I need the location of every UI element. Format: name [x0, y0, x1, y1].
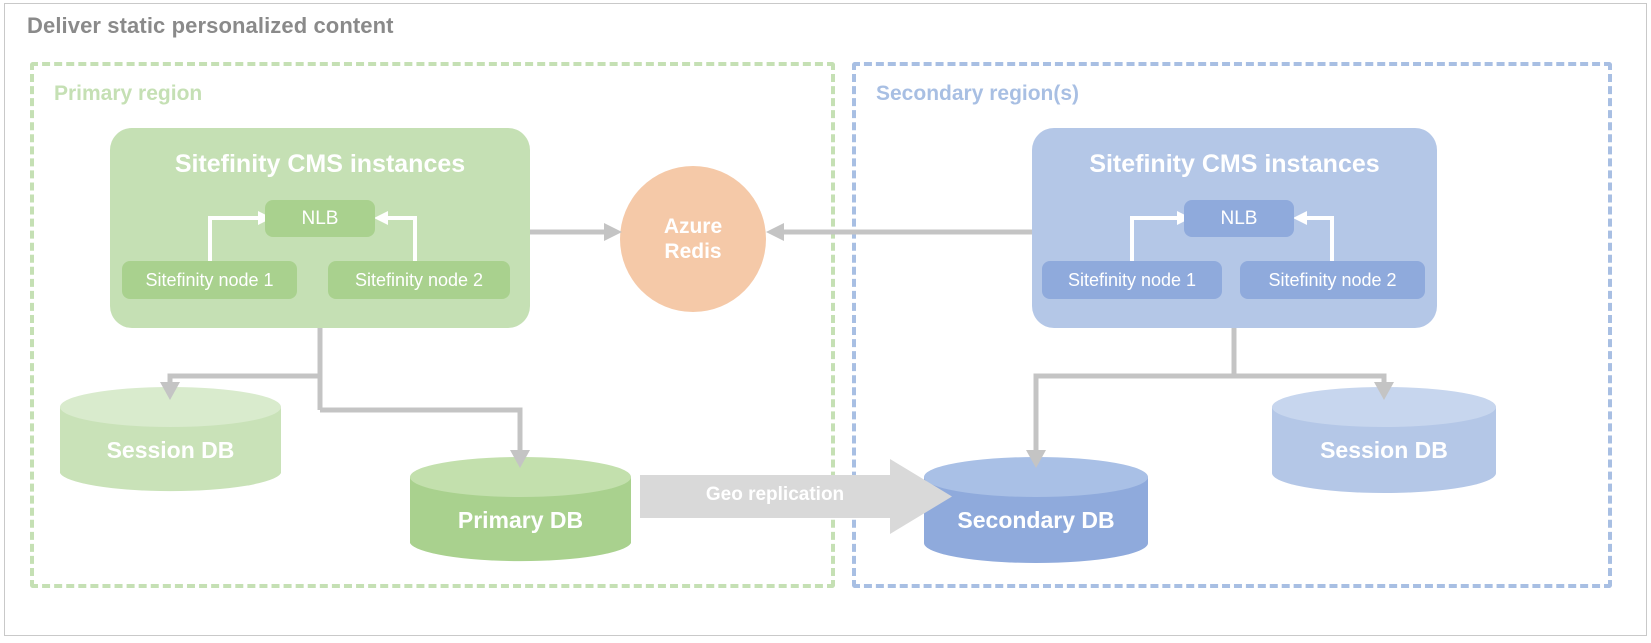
- session-db-primary[interactable]: Session DB: [58, 385, 283, 495]
- secondary-db-shape: [924, 457, 1148, 563]
- geo-replication-arrow-shape: [640, 459, 952, 534]
- secondary-cms-panel[interactable]: Sitefinity CMS instances NLB Sitefinity …: [1032, 128, 1437, 328]
- session-db-primary-shape: [60, 387, 281, 492]
- primary-nlb-box[interactable]: NLB: [265, 200, 375, 237]
- page-title: Deliver static personalized content: [27, 13, 394, 38]
- primary-db-shape: [410, 457, 631, 562]
- azure-redis-node[interactable]: Azure Redis: [620, 166, 766, 312]
- secondary-region-frame: Secondary region(s): [852, 62, 1612, 588]
- secondary-nlb-box[interactable]: NLB: [1184, 200, 1294, 237]
- geo-replication-arrow: [640, 459, 952, 534]
- secondary-sitefinity-node-2[interactable]: Sitefinity node 2: [1240, 261, 1425, 299]
- secondary-region-label: Secondary region(s): [876, 82, 1080, 105]
- primary-region-frame: Primary region: [30, 62, 835, 588]
- primary-sitefinity-node-1[interactable]: Sitefinity node 1: [122, 261, 297, 299]
- primary-region-label: Primary region: [54, 82, 203, 105]
- secondary-db[interactable]: Secondary DB: [922, 455, 1150, 565]
- primary-db[interactable]: Primary DB: [408, 455, 633, 565]
- primary-sitefinity-node-2[interactable]: Sitefinity node 2: [328, 261, 510, 299]
- azure-redis-label-line1: Azure: [663, 214, 723, 238]
- secondary-cms-title: Sitefinity CMS instances: [1089, 150, 1380, 178]
- primary-cms-panel[interactable]: Sitefinity CMS instances NLB Sitefinity …: [110, 128, 530, 328]
- session-db-secondary-shape: [1272, 387, 1496, 493]
- primary-cms-title: Sitefinity CMS instances: [174, 150, 466, 178]
- session-db-secondary[interactable]: Session DB: [1270, 385, 1498, 495]
- azure-redis-label-line2: Redis: [664, 240, 722, 263]
- secondary-sitefinity-node-1[interactable]: Sitefinity node 1: [1042, 261, 1222, 299]
